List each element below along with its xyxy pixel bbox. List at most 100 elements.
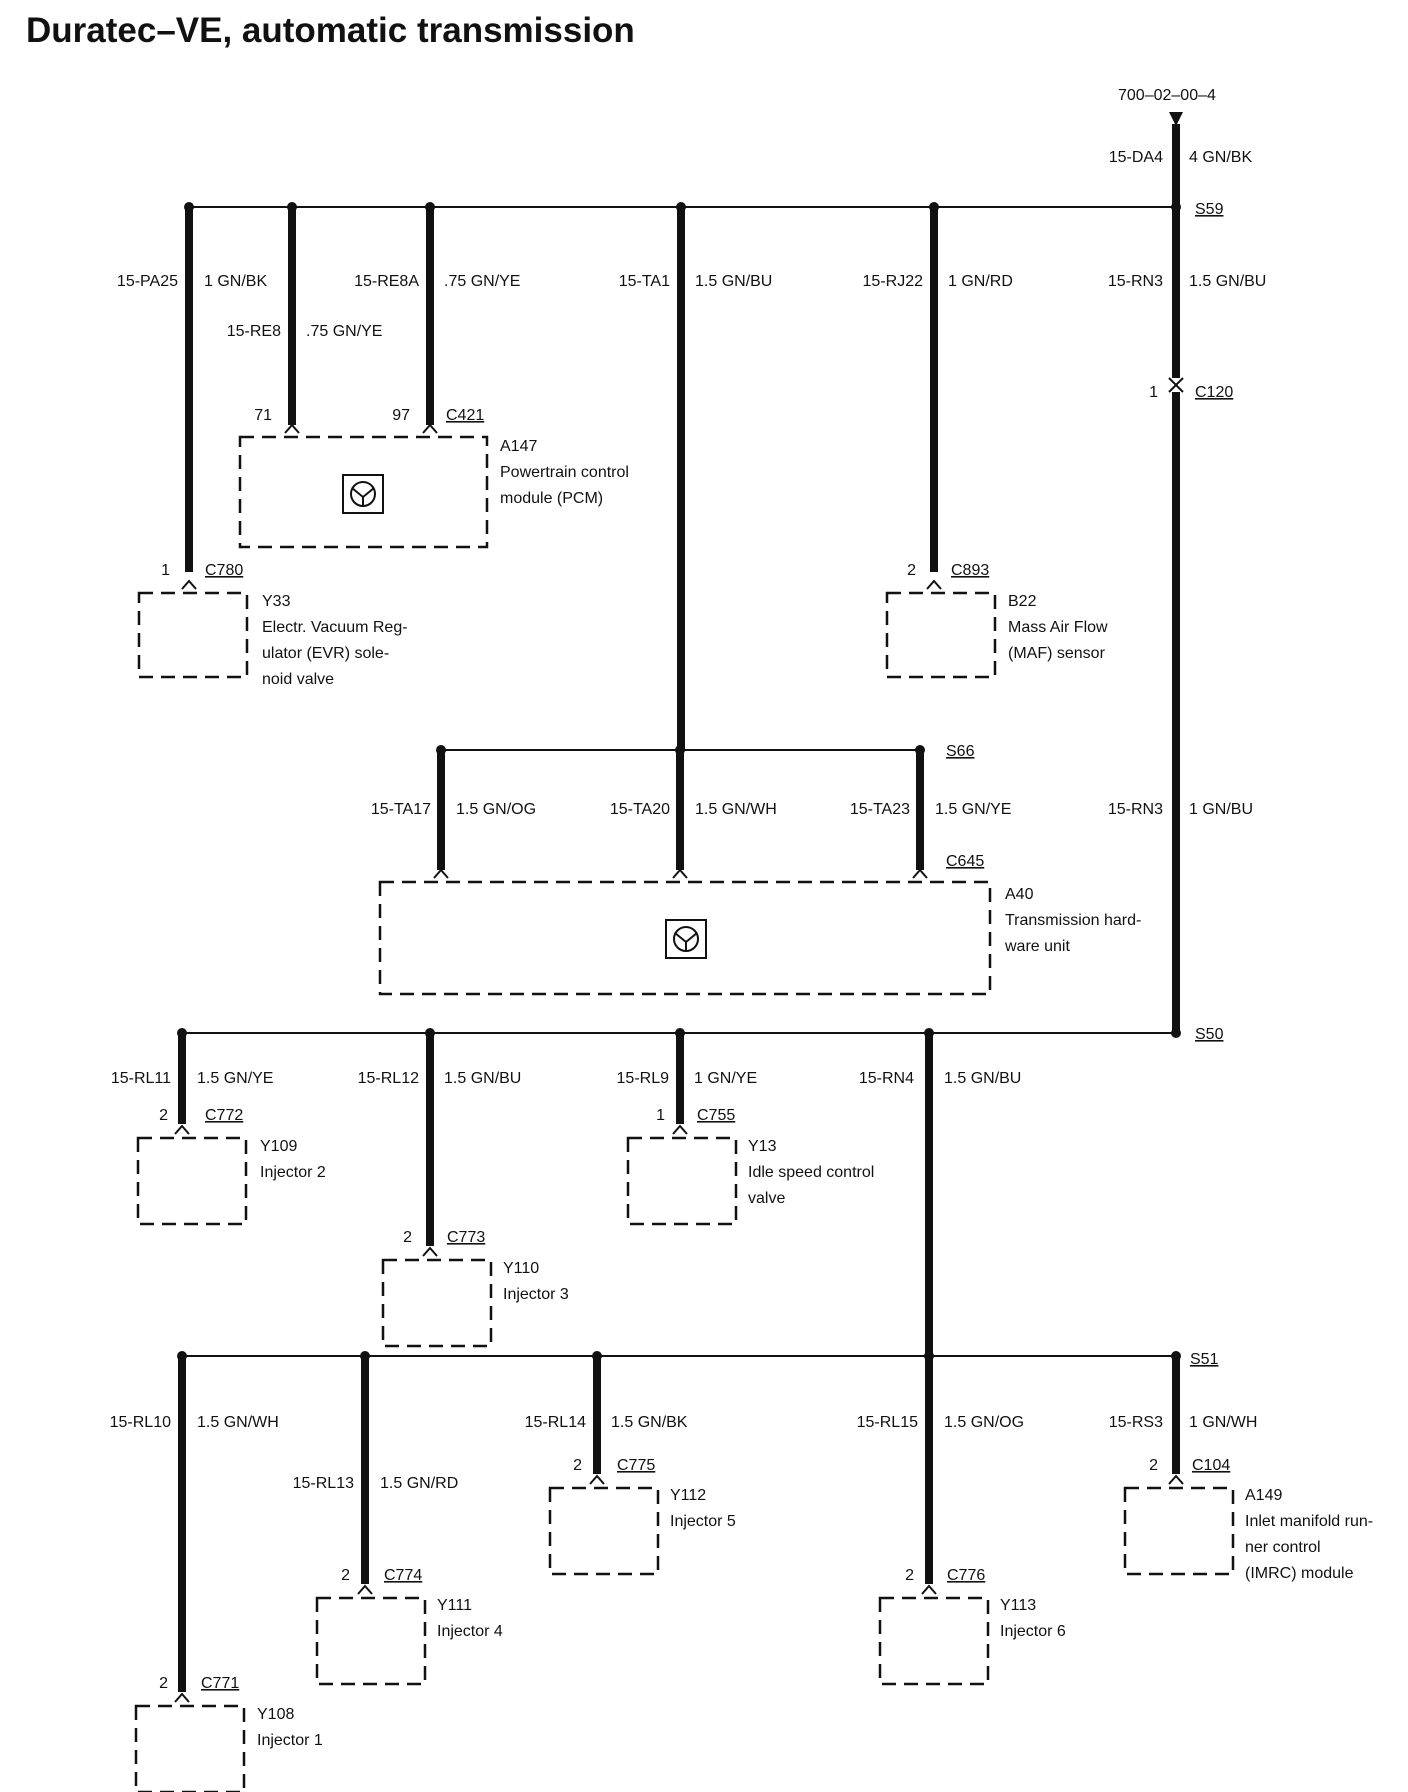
connector-id: C421 [446,407,484,424]
pin-number: 2 [403,1229,412,1246]
wire-labels: 15-DA4 4 GN/BK 15-PA25 1 GN/BK 15-RE8A .… [110,149,1267,1492]
wire-spec-label: 1 GN/WH [1189,1414,1257,1431]
wire-id-label: 15-RL14 [525,1414,586,1431]
wire-id-label: 15-RN3 [1108,801,1163,818]
wire-spec-label: 1.5 GN/BU [1189,273,1266,290]
pin-number: 97 [392,407,410,424]
connector-id: C775 [617,1457,655,1474]
component-box-a147 [238,435,489,549]
connector-id: C771 [201,1675,239,1692]
component-desc: Inlet manifold run- [1245,1513,1373,1530]
wire-id-label: 15-RL10 [110,1414,171,1431]
wire-spec-label: 1.5 GN/YE [935,801,1011,818]
pin-number: 2 [159,1675,168,1692]
wire-id-label: 15-RJ22 [863,273,924,290]
component-box-y113 [878,1596,990,1686]
component-desc: (MAF) sensor [1008,645,1106,662]
component-id: Y113 [1000,1597,1036,1614]
component-desc: Injector 6 [1000,1623,1066,1640]
wire-spec-label: 1.5 GN/WH [197,1414,279,1431]
component-id: A40 [1005,886,1034,903]
wire-id-label: 15-TA20 [610,801,670,818]
wire-spec-label: 1.5 GN/BK [611,1414,688,1431]
wire-spec-label: 1.5 GN/YE [197,1070,273,1087]
wire-id-label: 15-RS3 [1109,1414,1163,1431]
connector-id: C104 [1192,1457,1230,1474]
wire-id-label: 15-PA25 [117,273,178,290]
module-symbol-icon [665,919,707,959]
connector-pin-marks [174,377,1184,1703]
connector-id: C893 [951,562,989,579]
component-box-a40 [378,880,992,996]
component-desc: Injector 2 [260,1164,326,1181]
pin-number: 2 [573,1457,582,1474]
wire-id-label: 15-RL12 [358,1070,419,1087]
component-box-b22 [885,591,997,679]
reference-number: 700–02–00–4 [1118,87,1216,104]
wire-id-label: 15-TA1 [619,273,670,290]
wire-id-label: 15-RE8A [354,273,419,290]
wire-id-label: 15-TA23 [850,801,910,818]
component-id: Y112 [670,1487,706,1504]
diagram-title: Duratec–VE, automatic transmission [26,11,635,50]
pin-number: 1 [1149,384,1158,401]
component-desc: Electr. Vacuum Reg- [262,619,408,636]
component-desc: valve [748,1190,785,1207]
component-desc: Injector 3 [503,1286,569,1303]
splice-dots [177,202,1181,1361]
wire-spec-label: 1 GN/BU [1189,801,1253,818]
wire-id-label: 15-RL11 [111,1070,171,1087]
wire-spec-label: 1 GN/RD [948,273,1013,290]
pin-number: 2 [1149,1457,1158,1474]
wire-spec-label: 1.5 GN/BU [944,1070,1021,1087]
wire-id-label: 15-RL13 [293,1475,354,1492]
wire-spec-label: 1 GN/YE [694,1070,757,1087]
connector-id: C120 [1195,384,1233,401]
component-labels: A147 Powertrain control module (PCM) Y33… [257,438,1373,1749]
connector-labels: 1 C120 71 97 C421 1 C780 2 C893 C645 2 C… [159,384,1233,1692]
component-desc: ware unit [1004,938,1070,955]
component-box-y110 [381,1258,493,1348]
wire-spec-label: 4 GN/BK [1189,149,1252,166]
component-box-y111 [315,1596,427,1686]
connector-id: C755 [697,1107,735,1124]
wire-spec-label: 1.5 GN/BU [444,1070,521,1087]
wire-spec-label: 1.5 GN/BU [695,273,772,290]
pin-number: 1 [656,1107,665,1124]
wire-id-label: 15-RE8 [227,323,281,340]
component-id: A149 [1245,1487,1282,1504]
component-desc: ulator (EVR) sole- [262,645,389,662]
pin-number: 71 [254,407,272,424]
component-desc: Injector 4 [437,1623,503,1640]
component-box-y13 [626,1136,738,1226]
component-id: Y13 [748,1138,777,1155]
component-id: B22 [1008,593,1037,610]
connector-id: C645 [946,853,984,870]
wire-id-label: 15-RN3 [1108,273,1163,290]
pin-number: 2 [905,1567,914,1584]
component-box-y33 [137,591,249,679]
wire-id-label: 15-RL9 [617,1070,670,1087]
wire-spec-label: .75 GN/YE [306,323,382,340]
wire-spec-label: 1.5 GN/WH [695,801,777,818]
connector-id: C776 [947,1567,985,1584]
connector-id: C772 [205,1107,243,1124]
component-desc: Transmission hard- [1005,912,1141,929]
component-id: Y111 [437,1597,472,1614]
connector-id: C780 [205,562,243,579]
connector-id: C773 [447,1229,485,1246]
wire-id-label: 15-DA4 [1109,149,1163,166]
wire-spec-label: 1.5 GN/OG [944,1414,1024,1431]
component-desc: Mass Air Flow [1008,619,1108,636]
component-desc: Injector 1 [257,1732,323,1749]
component-desc: Idle speed control [748,1164,874,1181]
module-symbol-icon [342,474,384,514]
component-id: Y33 [262,593,291,610]
component-desc: Injector 5 [670,1513,736,1530]
wire-id-label: 15-TA17 [371,801,431,818]
component-box-y108 [134,1704,246,1792]
connector-id: C774 [384,1567,422,1584]
power-feed-arrow-icon [1169,112,1183,126]
splice-s66-label: S66 [946,743,975,760]
